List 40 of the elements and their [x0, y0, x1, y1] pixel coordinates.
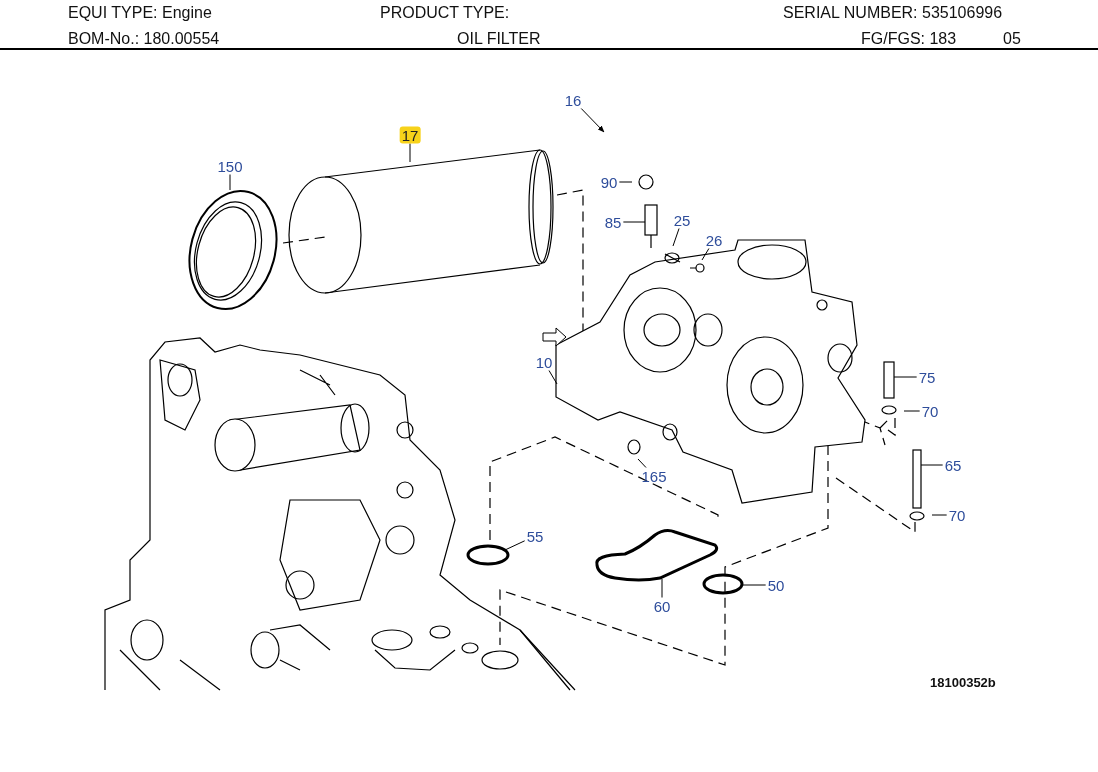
- header-field: PRODUCT TYPE:: [380, 4, 510, 22]
- callout-number: 50: [765, 576, 787, 594]
- leader-line: [931, 514, 948, 516]
- header-field: SERIAL NUMBER: 535106996: [783, 4, 1003, 22]
- leader-line: [672, 228, 680, 247]
- callout-number: 16: [562, 91, 584, 109]
- leader-line: [622, 221, 646, 223]
- leader-line: [637, 458, 647, 468]
- callout-number: 75: [916, 368, 938, 386]
- header-field: EQUI TYPE: Engine: [68, 4, 212, 22]
- leader-line: [504, 540, 526, 551]
- callout-number: 70: [946, 506, 968, 524]
- callout-number: 17: [399, 126, 421, 144]
- callout-number: 70: [919, 402, 941, 420]
- callout-number: 55: [524, 527, 546, 545]
- callout-number: 26: [703, 231, 725, 249]
- header-field: BOM-No.: 180.00554: [68, 30, 220, 48]
- callout-number: 60: [651, 597, 673, 615]
- callout-number: 25: [671, 211, 693, 229]
- callout-number: 10: [533, 353, 555, 371]
- leader-line: [618, 181, 633, 183]
- leader-line: [920, 464, 944, 466]
- leader-line: [893, 376, 918, 378]
- leader-line: [741, 584, 767, 586]
- leader-line: [548, 370, 558, 385]
- header-field: 05: [1003, 30, 1021, 48]
- leader-line: [661, 578, 663, 598]
- leader-line: [701, 248, 710, 261]
- drawing-number: 18100352b: [930, 675, 996, 690]
- callout-number: 65: [942, 456, 964, 474]
- callout-number: 90: [598, 173, 620, 191]
- leader-line: [409, 143, 411, 163]
- leader-line: [903, 410, 921, 412]
- drawing-title: OIL FILTER: [457, 30, 541, 48]
- leader-line: [229, 174, 231, 191]
- callout-number: 150: [215, 157, 245, 175]
- leader-line: [580, 108, 605, 133]
- callout-number: 165: [639, 467, 669, 485]
- callout-number: 85: [602, 213, 624, 231]
- header-field: FG/FGS: 183: [861, 30, 957, 48]
